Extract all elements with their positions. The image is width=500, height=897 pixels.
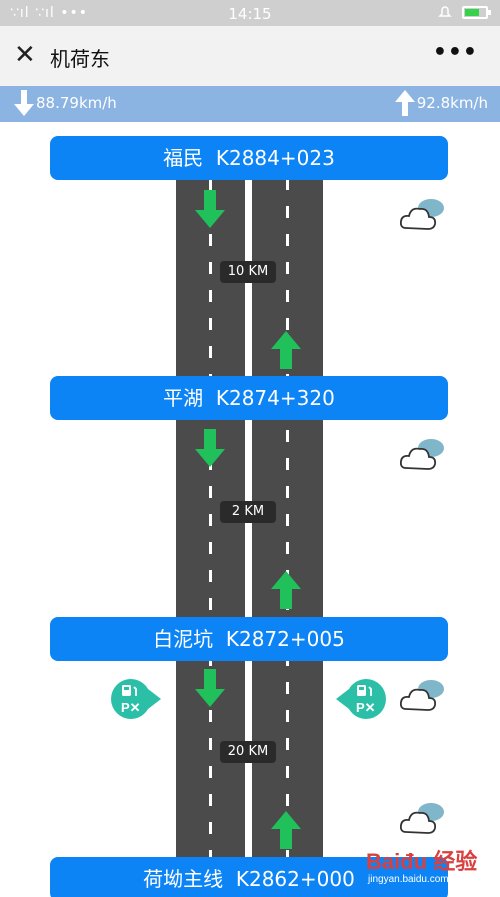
cloud-icon[interactable] <box>398 677 446 717</box>
gas-station-icon[interactable]: P✕ <box>335 678 387 720</box>
distance-badge: 10 KM <box>220 261 276 283</box>
up-lane-arrow-icon <box>271 331 301 369</box>
down-lane-arrow-icon <box>195 429 225 467</box>
lane-divider-left <box>209 178 212 897</box>
gas-label: P✕ <box>121 700 141 715</box>
page-title: 机荷东 <box>50 47 110 71</box>
gas-label: P✕ <box>356 700 376 715</box>
down-lane-arrow-icon <box>195 669 225 707</box>
more-icon[interactable]: ••• <box>432 40 478 65</box>
signal-indicators: ∵ıl ∵ıl ••• <box>10 5 89 21</box>
clock: 14:15 <box>228 5 272 23</box>
down-lane-arrow-icon <box>195 190 225 228</box>
speed-bar: 88.79km/h 92.8km/h <box>0 86 500 122</box>
cloud-icon[interactable] <box>398 436 446 476</box>
alarm-icon <box>438 6 452 17</box>
watermark-url: jingyan.baidu.com <box>368 874 449 885</box>
close-icon[interactable]: ✕ <box>14 40 36 70</box>
lane-divider-right <box>286 178 289 897</box>
up-arrow-icon <box>394 90 415 116</box>
up-speed-value: 92.8km/h <box>416 94 488 112</box>
up-speed: 92.8km/h <box>393 90 488 116</box>
watermark-brand: Baiđu 经验 <box>366 849 478 874</box>
down-arrow-icon <box>14 90 34 116</box>
station-fumin[interactable]: 福民 K2884+023 <box>50 136 448 180</box>
up-lane-arrow-icon <box>271 811 301 849</box>
station-baiNikeng[interactable]: 白泥坑 K2872+005 <box>50 617 448 661</box>
battery-icon <box>462 5 491 19</box>
up-lane-arrow-icon <box>271 571 301 609</box>
cloud-icon[interactable] <box>398 196 446 236</box>
status-right <box>438 5 491 19</box>
nav-bar: ✕ 机荷东 ••• <box>0 26 500 86</box>
road <box>176 178 323 897</box>
road-median <box>245 178 252 897</box>
down-speed-value: 88.79km/h <box>36 94 117 112</box>
distance-badge: 2 KM <box>220 501 276 523</box>
baidu-watermark: Baiđu 经验 jingyan.baidu.com <box>366 838 484 890</box>
down-speed: 88.79km/h <box>12 90 117 116</box>
status-bar: ∵ıl ∵ıl ••• 14:15 <box>0 0 500 26</box>
distance-badge: 20 KM <box>220 741 276 763</box>
cloud-icon[interactable] <box>398 800 446 840</box>
station-pinghu[interactable]: 平湖 K2874+320 <box>50 376 448 420</box>
gas-station-icon[interactable]: P✕ <box>110 678 162 720</box>
station-heao-main[interactable]: 荷坳主线 K2862+000 <box>50 857 448 897</box>
